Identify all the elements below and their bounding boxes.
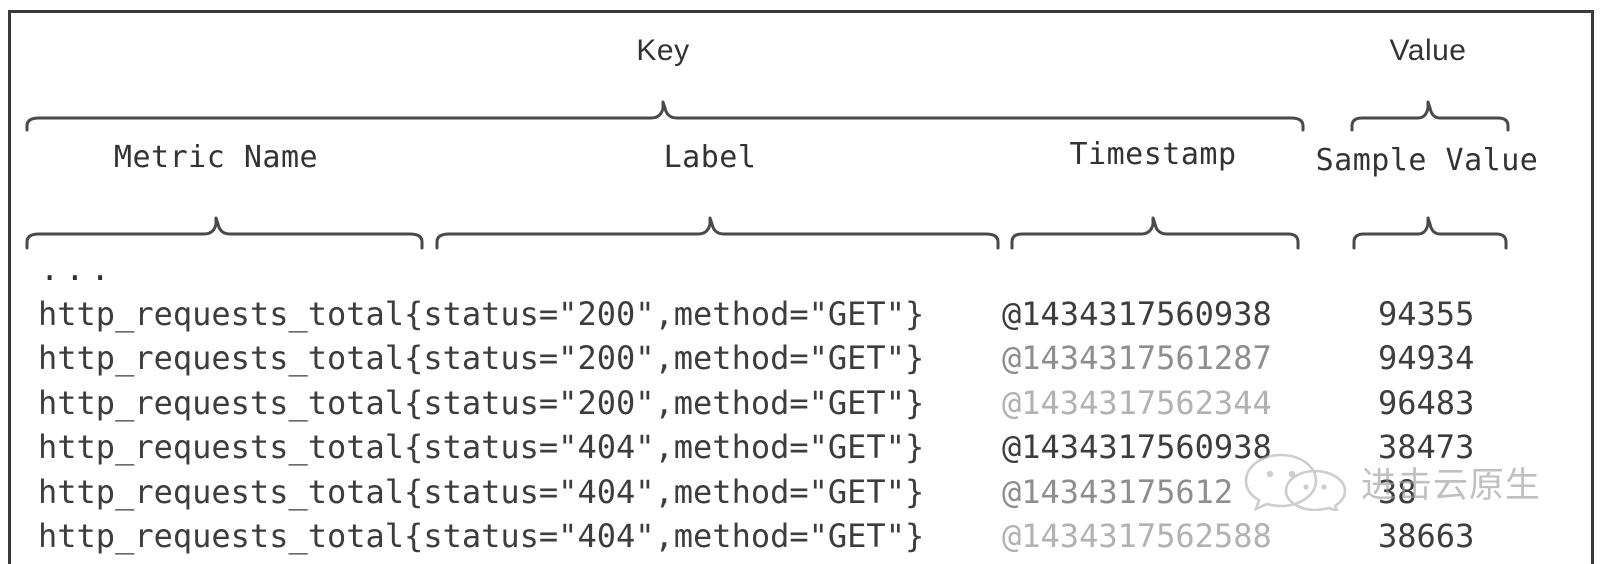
group-label-label: Label <box>663 140 757 175</box>
figure-frame <box>8 10 1594 564</box>
group-label-metric-name: Metric Name <box>113 140 319 175</box>
table-row: http_requests_total{status="200",method=… <box>0 292 1620 337</box>
row-series: http_requests_total{status="200",method=… <box>38 294 925 333</box>
brace-metric-name <box>25 216 424 250</box>
row-timestamp: @14343175612 <box>1002 472 1234 511</box>
row-sample-value: 38 <box>1378 472 1417 511</box>
row-sample-value: 38473 <box>1378 428 1475 466</box>
group-label-value: Value <box>1389 34 1467 67</box>
group-label-key: Key <box>636 34 690 67</box>
row-series: http_requests_total{status="404",method=… <box>38 428 925 466</box>
table-row: http_requests_total{status="404",method=… <box>0 425 1620 470</box>
row-series: http_requests_total{status="404",method=… <box>38 472 925 511</box>
sample-list: ... http_requests_total{status="200",met… <box>0 247 1620 559</box>
group-label-timestamp: Timestamp <box>1069 137 1237 172</box>
row-sample-value: 94934 <box>1378 339 1475 377</box>
row-series: http_requests_total{status="404",method=… <box>38 517 925 555</box>
table-row: http_requests_total{status="200",method=… <box>0 336 1620 381</box>
row-sample-value: 96483 <box>1378 383 1475 422</box>
row-sample-value: 94355 <box>1378 294 1475 333</box>
brace-timestamp <box>1010 216 1300 250</box>
brace-value <box>1350 100 1510 132</box>
table-row: http_requests_total{status="404",method=… <box>0 470 1620 515</box>
row-timestamp: @1434317560938 <box>1002 294 1272 333</box>
brace-key <box>25 100 1305 132</box>
row-timestamp: @1434317560938 <box>1002 428 1272 466</box>
row-timestamp: @1434317562344 <box>1002 383 1272 422</box>
brace-sample-value <box>1352 216 1508 250</box>
row-ellipsis: ... <box>40 250 116 288</box>
table-row: http_requests_total{status="200",method=… <box>0 381 1620 426</box>
list-item: ... <box>0 247 1620 292</box>
row-series: http_requests_total{status="200",method=… <box>38 383 925 422</box>
brace-label <box>435 216 1000 250</box>
row-timestamp: @1434317562588 <box>1002 517 1272 555</box>
group-label-sample-value: Sample Value <box>1315 143 1539 178</box>
row-sample-value: 38663 <box>1378 517 1475 555</box>
table-row: http_requests_total{status="404",method=… <box>0 514 1620 559</box>
row-timestamp: @1434317561287 <box>1002 339 1272 377</box>
row-series: http_requests_total{status="200",method=… <box>38 339 925 377</box>
